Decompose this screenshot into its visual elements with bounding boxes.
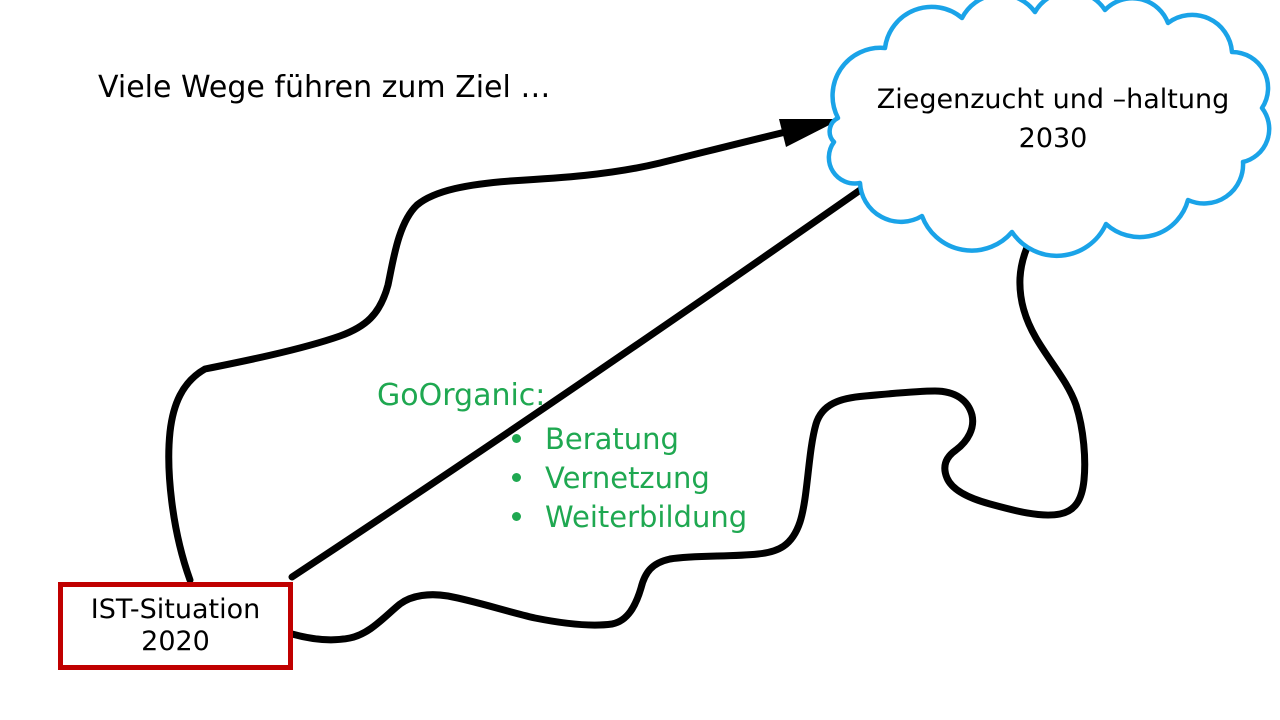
bullet-dot-icon — [512, 512, 521, 521]
bullet-dot-icon — [512, 473, 521, 482]
program-item-label: Beratung — [545, 421, 679, 456]
list-item: Beratung — [512, 419, 747, 458]
goal-cloud-shape — [826, 0, 1272, 259]
arrowhead-icon — [779, 119, 841, 147]
program-item-label: Weiterbildung — [545, 499, 748, 534]
goal-cloud-label-line1: Ziegenzucht und –haltung — [876, 84, 1230, 115]
wavy-route-path — [165, 120, 824, 584]
start-situation-box: IST-Situation 2020 — [58, 582, 293, 670]
goal-cloud-label-line2: 2030 — [1018, 123, 1088, 155]
program-list: Beratung Vernetzung Weiterbildung — [512, 419, 747, 536]
start-box-line1: IST-Situation — [90, 593, 261, 625]
start-box-line2: 2020 — [141, 626, 210, 657]
list-item: Vernetzung — [512, 458, 747, 497]
straight-route-path — [288, 182, 870, 581]
bullet-dot-icon — [512, 434, 521, 443]
program-item-label: Vernetzung — [545, 460, 710, 495]
meander-route-path — [288, 226, 1089, 644]
list-item: Weiterbildung — [512, 497, 747, 536]
goal-cloud-label: Ziegenzucht und –haltung 2030 — [853, 80, 1253, 158]
program-heading: GoOrganic: — [377, 378, 546, 413]
slide-title: Viele Wege führen zum Ziel … — [98, 70, 551, 105]
